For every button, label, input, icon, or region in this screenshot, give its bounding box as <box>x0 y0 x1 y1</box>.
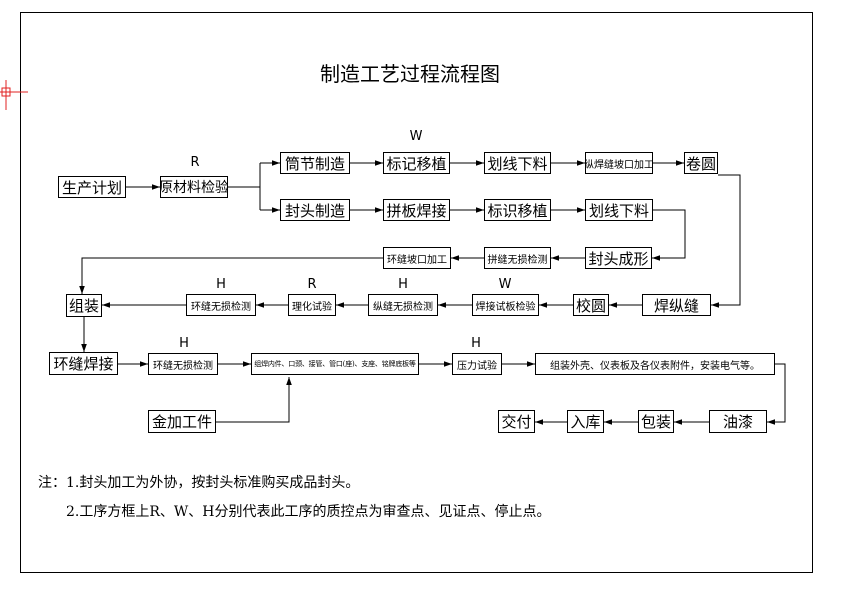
diagram-title: 制造工艺过程流程图 <box>320 62 500 86</box>
node-ring-seam-ndt-1: 环缝无损检测 <box>186 294 256 316</box>
node-ring-seam-ndt-2: 环缝无损检测 <box>148 353 218 375</box>
control-mark-pressure: H <box>471 336 481 351</box>
node-warehousing: 入库 <box>567 410 604 433</box>
node-rounding: 校圆 <box>573 294 609 316</box>
node-mark-transfer: 标记移植 <box>383 152 450 174</box>
note-line-2: 2.工序方框上R、W、H分别代表此工序的质控点为审查点、见证点、停止点。 <box>66 504 551 520</box>
control-mark-phys-test: R <box>307 277 317 292</box>
control-mark-long-ndt: H <box>398 277 408 292</box>
node-packaging: 包装 <box>638 410 674 433</box>
node-painting: 油漆 <box>709 410 767 433</box>
node-plate-splicing: 拼板焊接 <box>383 199 450 221</box>
node-line-cutting-1: 划线下料 <box>484 152 551 174</box>
control-mark-plate-test: W <box>498 277 512 292</box>
node-machined-parts: 金加工件 <box>148 410 216 433</box>
node-long-seam-ndt: 纵缝无损检测 <box>368 294 438 316</box>
node-head-forming: 封头成形 <box>585 247 652 269</box>
node-head-making: 封头制造 <box>280 199 350 221</box>
control-mark-inspect: R <box>190 155 200 170</box>
node-production-plan: 生产计划 <box>58 176 126 198</box>
node-material-inspection: 原材料检验 <box>160 176 228 198</box>
node-pressure-test: 压力试验 <box>452 353 502 375</box>
control-mark-ring-ndt-2: H <box>179 336 189 351</box>
control-mark-mark-move: W <box>409 129 423 144</box>
drawing-frame <box>20 12 813 573</box>
node-long-weld: 焊纵缝 <box>642 294 711 316</box>
node-splice-ndt: 拼缝无损检测 <box>484 247 551 269</box>
node-id-transfer: 标识移植 <box>484 199 551 221</box>
note-line-1: 注：1.封头加工为外协，按封头标准购买成品封头。 <box>38 475 360 491</box>
node-assembly: 组装 <box>66 294 102 317</box>
node-tube-making: 筒节制造 <box>280 152 350 174</box>
node-line-cutting-2: 划线下料 <box>585 199 653 221</box>
node-test-plate-inspection: 焊接试板检验 <box>472 294 539 316</box>
node-long-groove: 纵焊缝坡口加工 <box>585 152 653 174</box>
node-physchem-test: 理化试验 <box>288 294 336 316</box>
crosshair-cursor-icon <box>0 80 28 110</box>
node-ring-groove: 环缝坡口加工 <box>383 247 451 269</box>
control-mark-ring-ndt-1: H <box>216 277 226 292</box>
node-delivery: 交付 <box>498 410 535 433</box>
node-ring-welding: 环缝焊接 <box>49 352 118 375</box>
node-rolling: 卷圆 <box>684 152 718 174</box>
node-internals-welding: 组焊内件、口颈、接管、管口(座)、支座、铭牌底板等 <box>251 353 419 375</box>
node-final-assembly: 组装外壳、仪表板及各仪表附件，安装电气等。 <box>535 353 775 375</box>
